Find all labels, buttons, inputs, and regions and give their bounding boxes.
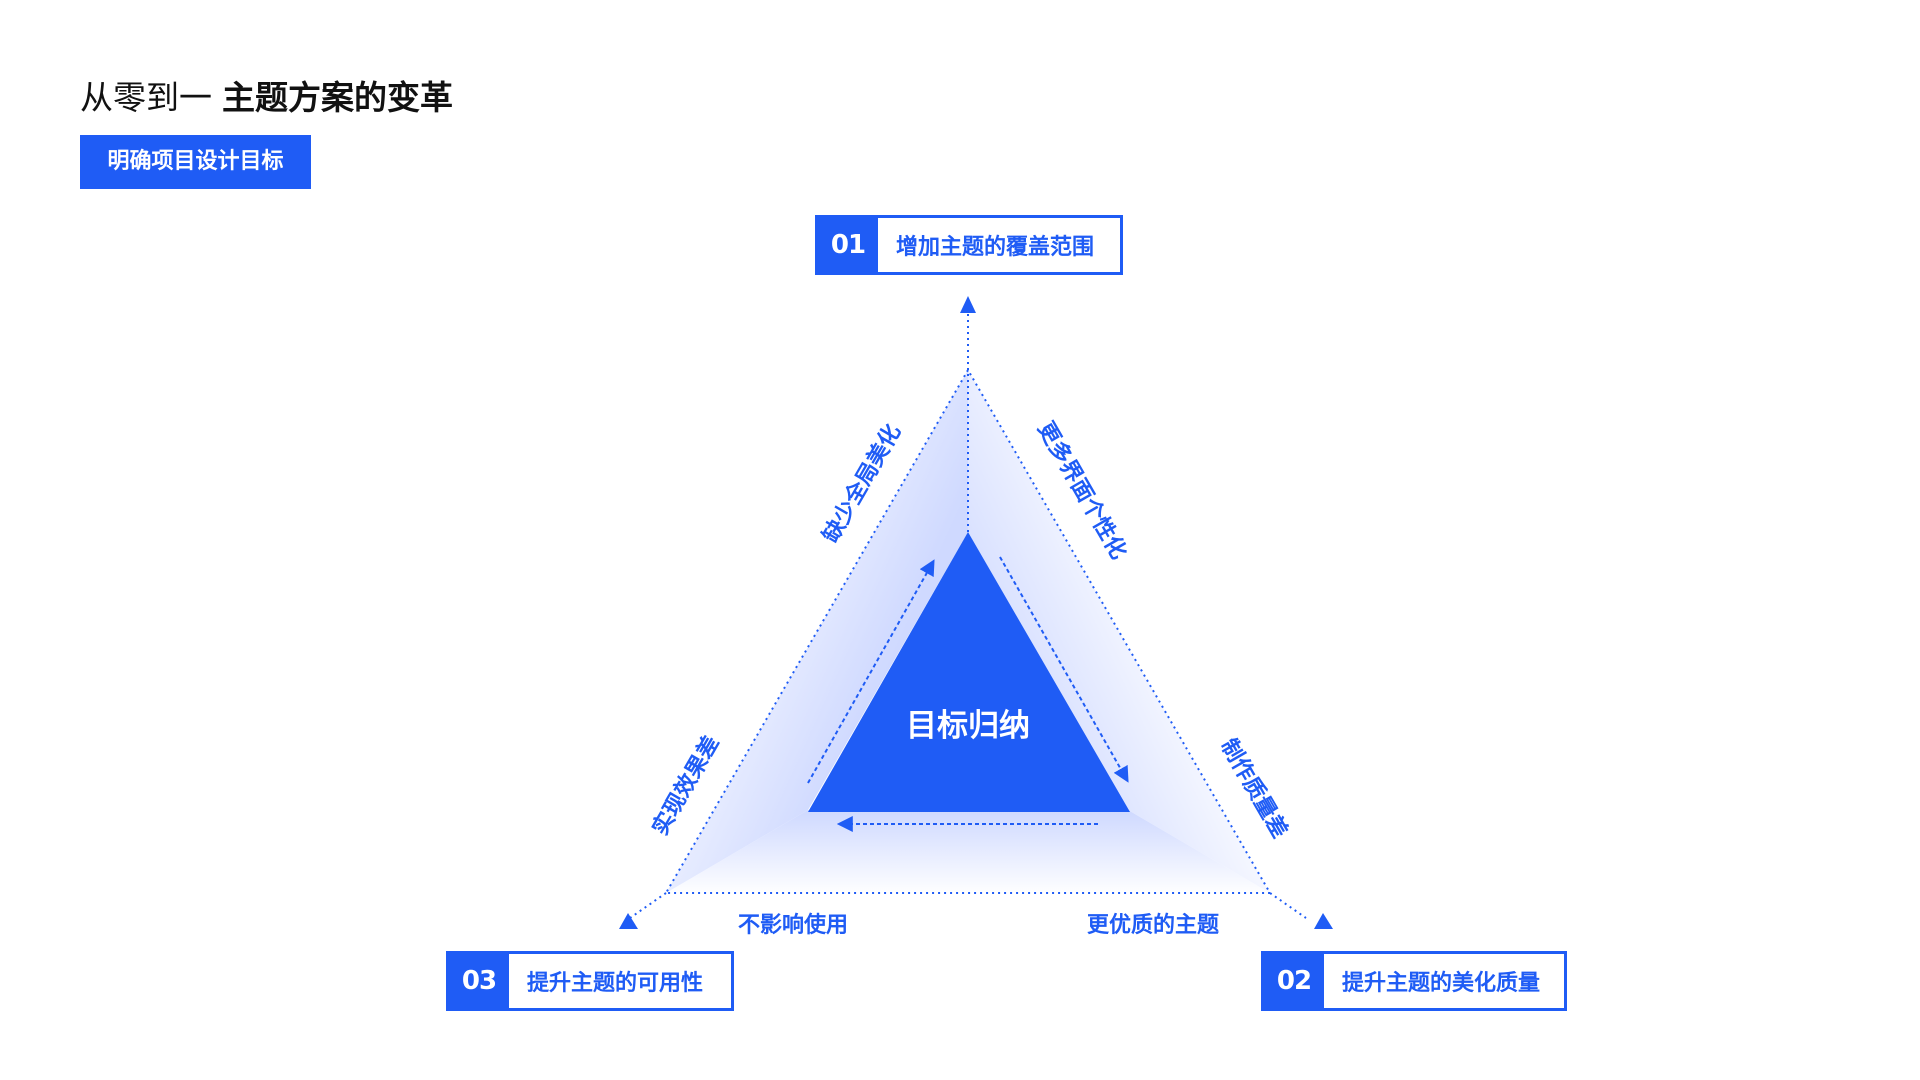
goal-label: 提升主题的美化质量 [1342,971,1541,996]
edge-label-bottom-right: 更优质的主题 [1087,912,1220,938]
goal-label: 提升主题的可用性 [527,971,704,996]
glow-face-bottom [666,810,1270,893]
goal-box-01: 01 增加主题的覆盖范围 [815,215,1123,275]
goal-number: 03 [449,954,509,1008]
goal-number: 02 [1264,954,1324,1008]
cycle-arrow-left [807,559,935,784]
goal-label: 增加主题的覆盖范围 [896,235,1095,260]
center-label: 目标归纳 [906,708,1030,744]
axis-bottom-right [1269,892,1307,919]
edge-label-bottom-left: 不影响使用 [738,912,848,938]
arrowhead-bottom-left [619,913,638,929]
section-tag: 明确项目设计目标 [80,135,311,189]
goal-number: 01 [818,218,878,272]
cycle-arrow-right [999,556,1129,783]
outer-triangle-outline [664,368,1272,894]
goal-box-03: 03 提升主题的可用性 [446,951,734,1011]
arrowhead-top [960,296,976,313]
arrowhead-bottom-right [1314,913,1333,929]
page-title-light: 从零到一 [80,78,212,117]
goal-box-02: 02 提升主题的美化质量 [1261,951,1567,1011]
axis-bottom-left [629,892,667,919]
page-title: 从零到一主题方案的变革 [80,76,453,120]
page-title-bold: 主题方案的变革 [222,78,453,117]
center-triangle [808,532,1130,812]
glow-face-right [968,370,1270,893]
